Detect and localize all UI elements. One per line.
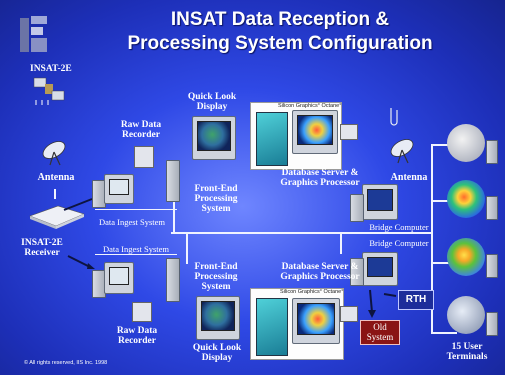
title-line-1: INSAT Data Reception &: [170, 9, 390, 30]
frontend-bottom-label: Front-End Processing System: [194, 262, 238, 292]
globe-icon: [447, 124, 485, 162]
satellite-label: INSAT-2E: [30, 64, 72, 74]
bridge-top-label: Bridge Computer: [369, 222, 429, 232]
recorder-bottom-icon: [132, 302, 152, 322]
bridge-bottom-tower: [350, 258, 364, 286]
antenna-right-icon: [390, 139, 414, 164]
antenna-down-arrow: [54, 189, 56, 199]
raw-recorder-bottom-label: Raw Data Recorder: [116, 326, 158, 346]
server-top-peripheral: [340, 124, 358, 140]
copyright-text: © All rights reserved, IIS Inc. 1998: [24, 360, 108, 366]
monitor-icon: [192, 116, 236, 160]
bridge-top-monitor: [362, 184, 398, 220]
tower-icon: [166, 160, 180, 202]
arrows-to-old-rth: [368, 289, 397, 318]
network-bus-main: [171, 232, 433, 234]
recorder-icon: [134, 146, 154, 168]
receiver-label: INSAT-2E Receiver: [21, 238, 63, 258]
ingest-line-top: [95, 209, 177, 210]
satellite-icon: [33, 77, 65, 105]
frontend-bottom-tower: [166, 258, 180, 302]
bridge-bottom-label: Bridge Computer: [369, 238, 429, 248]
terminal-3-globe: [447, 238, 485, 276]
antenna-icon: [42, 141, 66, 166]
terminal-2-globe: [447, 180, 485, 218]
terminal-1-tower: [486, 140, 498, 164]
octane-top-body: [256, 112, 288, 166]
old-system-box: Old System: [360, 320, 400, 345]
arrow-to-ingest-top: [63, 196, 96, 211]
user-terminals-label: 15 User Terminals: [446, 342, 488, 362]
antenna-left-label: Antenna: [37, 172, 75, 183]
receiver-icon: [29, 205, 85, 229]
dbserver-bottom-label: Database Server & Graphics Processor: [280, 262, 360, 282]
terminal-4-globe: [447, 296, 485, 334]
antenna-right-label: Antenna: [390, 172, 428, 183]
quicklook-top-label: Quick Look Display: [187, 92, 237, 112]
data-ingest-bottom-label: Data Ingest System: [102, 244, 170, 254]
page-title: INSAT Data Reception & Processing System…: [70, 8, 490, 56]
octane-top-monitor: [292, 110, 338, 154]
user-terminal-bus: [431, 144, 433, 334]
ingest-line-bottom: [95, 254, 177, 255]
sgi-top-label: Silicon Graphics° Octane°: [278, 103, 342, 109]
bridge-bottom-monitor: [362, 252, 398, 286]
quicklook-bottom-label: Quick Look Display: [192, 343, 242, 363]
quicklook-bottom-monitor: [196, 296, 240, 340]
frontend-top-label: Front-End Processing System: [194, 184, 238, 214]
server-bottom-peripheral: [340, 306, 358, 322]
network-bus-left-drop: [173, 182, 175, 234]
terminal-4-tower: [486, 312, 498, 336]
bridge-link: [340, 232, 342, 254]
sgi-bottom-label: Silicon Graphics° Octane°: [280, 289, 344, 295]
octane-bottom-monitor: [292, 298, 340, 344]
terminal-3-tower: [486, 254, 498, 278]
bridge-top-tower: [350, 194, 364, 222]
raw-recorder-top-label: Raw Data Recorder: [120, 120, 162, 140]
octane-bottom-body: [256, 298, 288, 356]
user-link-2: [431, 200, 457, 202]
paperclip-icon: [390, 108, 398, 126]
arrow-to-ingest-bottom: [67, 255, 95, 269]
rth-box: RTH: [398, 290, 434, 310]
user-link-1: [431, 144, 457, 146]
logo-icon: [20, 16, 47, 52]
data-ingest-top-label: Data Ingest System: [98, 217, 166, 227]
user-link-3: [431, 262, 457, 264]
dbserver-top-label: Database Server & Graphics Processor: [280, 168, 360, 188]
ingest-top-monitor: [104, 174, 134, 204]
ingest-bottom-monitor: [104, 262, 134, 294]
user-link-4: [431, 332, 457, 334]
network-bus-lower-drop: [186, 234, 188, 264]
terminal-2-tower: [486, 196, 498, 220]
title-line-2: Processing System Configuration: [127, 33, 433, 54]
